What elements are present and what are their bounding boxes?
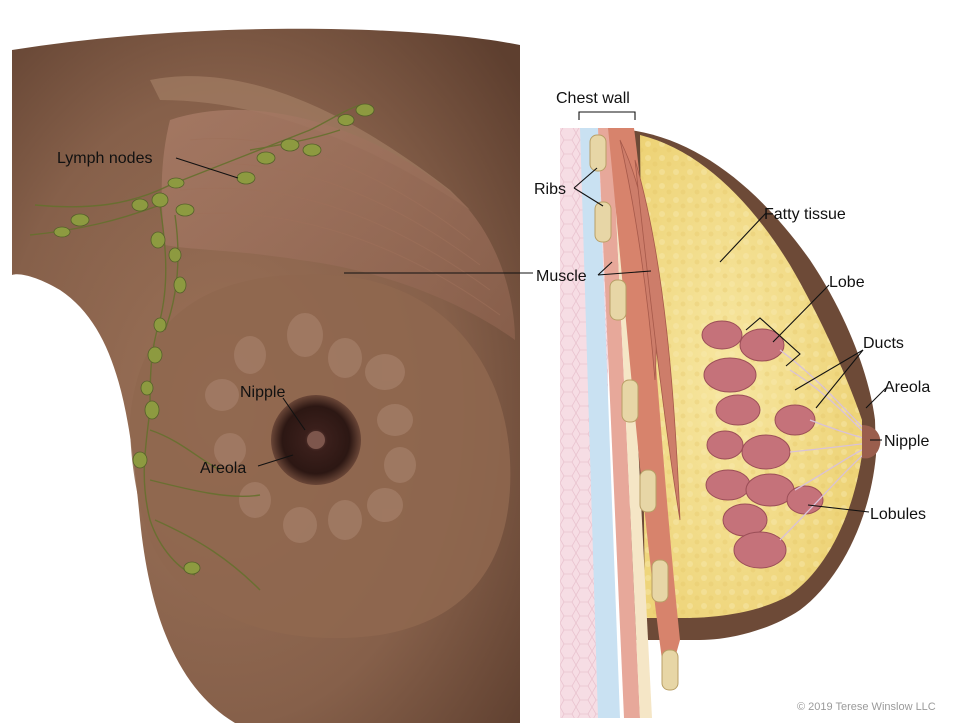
front-view <box>12 29 520 723</box>
label-areola-side: Areola <box>884 379 930 396</box>
label-lobules: Lobules <box>870 506 926 523</box>
nipple-side <box>862 425 880 458</box>
label-ducts: Ducts <box>863 335 904 352</box>
label-areola-front: Areola <box>200 460 246 477</box>
label-ribs: Ribs <box>534 181 566 198</box>
label-muscle: Muscle <box>536 268 587 285</box>
label-nipple-front: Nipple <box>240 384 285 401</box>
copyright-notice: © 2019 Terese Winslow LLC <box>797 701 936 713</box>
nipple-front <box>307 431 325 449</box>
label-lobe: Lobe <box>829 274 865 291</box>
label-fatty-tissue: Fatty tissue <box>764 206 846 223</box>
label-nipple-side: Nipple <box>884 433 929 450</box>
label-lymph-nodes: Lymph nodes <box>57 150 152 167</box>
label-chest-wall: Chest wall <box>556 90 630 107</box>
